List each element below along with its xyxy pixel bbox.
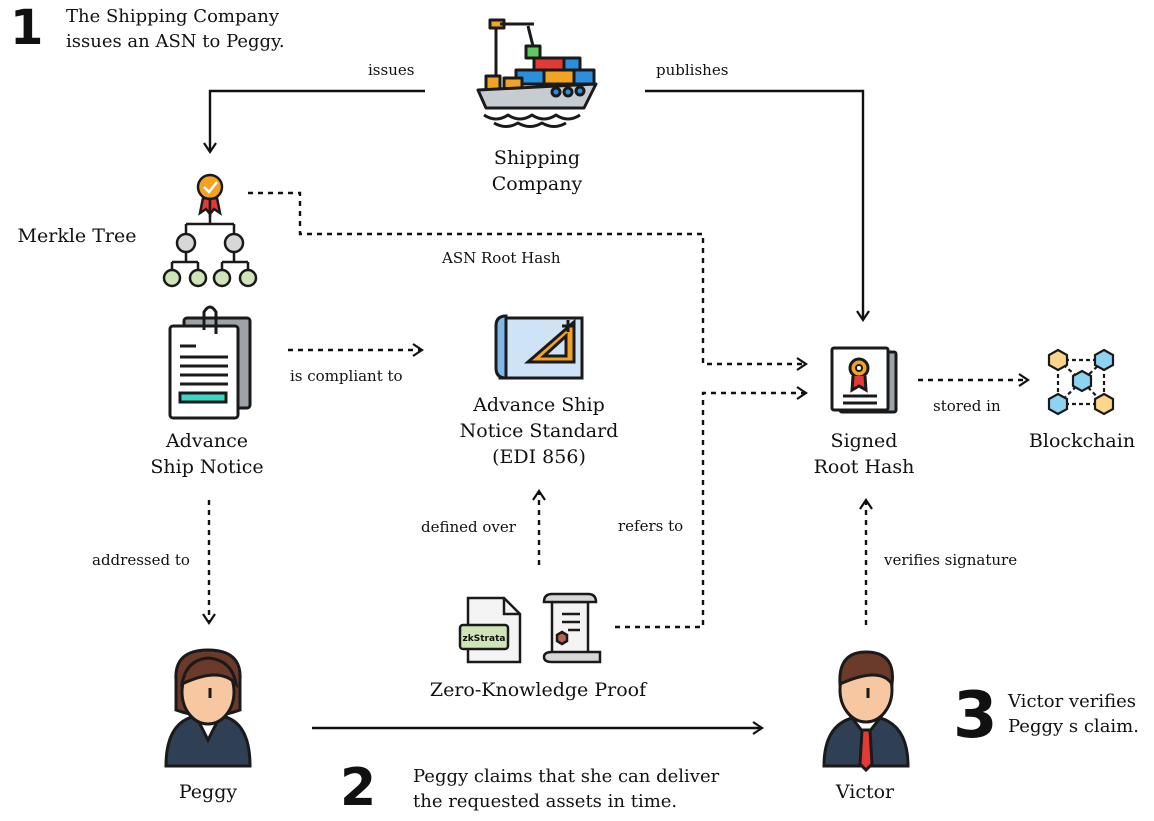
edge-label-addressed-to: addressed to	[92, 551, 190, 569]
blockchain-icon	[1047, 348, 1115, 416]
signed-root-hash-label: Signed Root Hash	[794, 428, 934, 480]
step-3-line-1: Victor verifies	[1008, 691, 1136, 712]
document-icon	[168, 305, 252, 420]
advance-ship-notice-label: Advance Ship Notice	[137, 428, 277, 480]
blockchain-label: Blockchain	[1028, 430, 1136, 452]
asn-standard-label-line-2: Notice Standard	[459, 420, 619, 442]
asn-standard-label: Advance Ship Notice Standard (EDI 856)	[444, 392, 634, 470]
blueprint-icon	[494, 314, 584, 380]
victor-avatar	[822, 650, 910, 773]
step-2-line-2: the requested assets in time.	[413, 791, 678, 812]
edge-label-asn-root-hash: ASN Root Hash	[442, 249, 561, 267]
shipping-company-label-line-1: Shipping	[493, 147, 581, 169]
asn-standard-label-line-1: Advance Ship	[473, 394, 605, 416]
step-1-line-1: The Shipping Company	[66, 6, 279, 27]
zero-knowledge-proof-label: Zero-Knowledge Proof	[429, 679, 647, 701]
zkp-badge-label: zkStrata	[463, 634, 506, 644]
edge-label-compliant: is compliant to	[290, 367, 403, 385]
advance-ship-notice-label-line-2: Ship Notice	[150, 456, 264, 478]
merkle-tree-label: Merkle Tree	[17, 225, 137, 247]
zkp-file-icon	[458, 596, 522, 664]
step-3-number: 3	[953, 679, 998, 753]
shipping-company-label: Shipping Company	[467, 145, 607, 197]
peggy-avatar	[164, 648, 252, 768]
edge-label-issues: issues	[368, 61, 415, 79]
edge-refers-to	[615, 386, 808, 629]
step-1-number: 1	[10, 0, 44, 56]
asn-standard-label-line-3: (EDI 856)	[492, 446, 586, 468]
edge-asn-root-hash	[248, 191, 808, 371]
step-2-line-1: Peggy claims that she can deliver	[413, 766, 720, 787]
step-3-line-2: Peggy s claim.	[1008, 716, 1139, 737]
step-2-number: 2	[340, 758, 377, 818]
signed-root-hash-label-line-1: Signed	[830, 430, 898, 452]
edge-label-refers-to: refers to	[618, 517, 684, 535]
ship-icon	[476, 18, 598, 128]
certificate-icon	[830, 346, 898, 414]
edge-label-publishes: publishes	[656, 61, 729, 79]
signed-root-hash-label-line-2: Root Hash	[813, 456, 915, 478]
merkle-tree-icon	[162, 173, 258, 288]
victor-label: Victor	[835, 781, 895, 803]
edge-publishes	[645, 89, 870, 322]
step-1-line-2: issues an ASN to Peggy.	[66, 31, 285, 52]
edge-label-verifies-signature: verifies signature	[884, 551, 1018, 569]
shipping-company-label-line-2: Company	[491, 173, 583, 195]
advance-ship-notice-label-line-1: Advance	[165, 430, 249, 452]
scroll-icon	[542, 592, 602, 664]
edge-label-stored-in: stored in	[933, 397, 1001, 415]
edge-label-defined-over: defined over	[421, 518, 516, 536]
edge-issues	[203, 89, 425, 154]
peggy-label: Peggy	[178, 781, 238, 803]
